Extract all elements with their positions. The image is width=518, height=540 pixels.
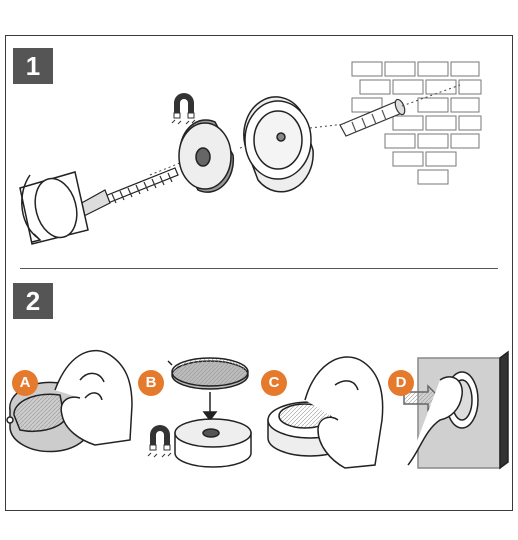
magnet-icon-b xyxy=(148,425,171,457)
substep-b-illustration xyxy=(168,358,251,467)
screwdriver xyxy=(20,172,88,244)
substep-a-illustration xyxy=(7,351,132,452)
magnet-icon xyxy=(172,93,195,124)
cup-housing xyxy=(244,97,313,192)
substep-d-badge: D xyxy=(388,370,414,396)
substep-a-badge: A xyxy=(12,370,38,396)
substep-c-illustration xyxy=(268,357,383,468)
substep-b-badge: B xyxy=(138,370,164,396)
substep-c-badge: C xyxy=(261,370,287,396)
magnet-disc xyxy=(179,120,233,192)
substep-d-illustration xyxy=(404,352,508,468)
screw xyxy=(78,168,178,216)
